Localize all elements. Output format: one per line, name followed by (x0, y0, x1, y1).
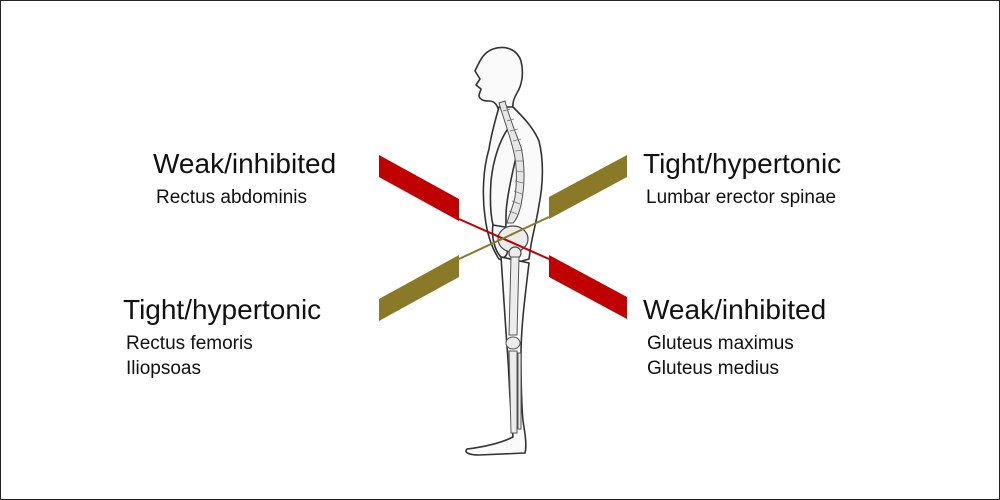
weak-band-bottom-right (549, 255, 627, 319)
head-outline (474, 46, 524, 112)
muscle-item: Iliopsoas (126, 358, 201, 379)
muscle-list: Rectus femoris Iliopsoas (123, 331, 321, 381)
femur (508, 256, 520, 336)
muscle-item: Gluteus medius (647, 358, 780, 379)
heading-weak-inhibited: Weak/inhibited (643, 294, 827, 325)
label-bottom-left: Tight/hypertonic Rectus femoris Iliopsoa… (123, 293, 321, 381)
muscle-item: Gluteus maximus (647, 333, 794, 354)
muscle-list: Gluteus maximus Gluteus medius (643, 331, 826, 381)
tight-band-bottom-left (379, 255, 459, 321)
muscle-item: Rectus abdominis (156, 187, 308, 208)
tibia (508, 350, 518, 434)
knee-joint (505, 336, 521, 350)
label-top-left: Weak/inhibited Rectus abdominis (153, 147, 336, 210)
muscle-item: Rectus femoris (126, 333, 253, 354)
heading-tight-hypertonic: Tight/hypertonic (643, 148, 842, 179)
leg-bones (505, 256, 522, 434)
spine (498, 100, 525, 224)
vertebra-lines (502, 108, 525, 215)
label-bottom-right: Weak/inhibited Gluteus maximus Gluteus m… (643, 293, 826, 381)
heading-weak-inhibited: Weak/inhibited (153, 148, 337, 179)
connector-tight (458, 216, 550, 260)
weak-band-top-left (379, 155, 459, 221)
fibula (517, 352, 522, 430)
muscle-list: Lumbar erector spinae (643, 185, 841, 210)
heading-tight-hypertonic: Tight/hypertonic (123, 294, 322, 325)
muscle-item: Lumbar erector spinae (646, 187, 837, 208)
muscle-list: Rectus abdominis (153, 185, 336, 210)
tight-band-top-right (549, 155, 627, 219)
label-top-right: Tight/hypertonic Lumbar erector spinae (643, 147, 841, 210)
